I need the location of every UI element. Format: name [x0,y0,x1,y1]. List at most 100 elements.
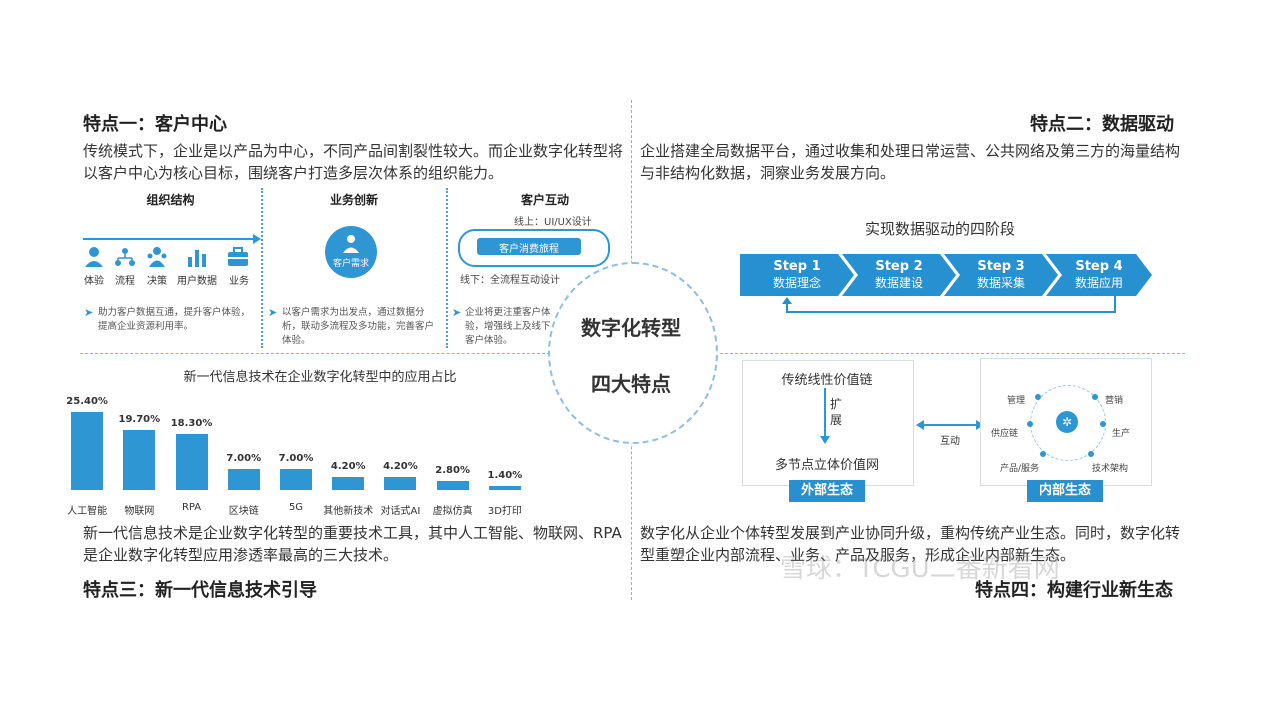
bar-value-label: 19.70% [118,413,161,425]
bar-category-label: 虚拟仿真 [432,506,473,517]
bar-category-label: 其他新技术 [323,506,374,517]
step-name: 数据理念 [772,276,821,290]
node-label: 产品/服务 [1000,464,1040,474]
step-label: Step 2 [875,259,923,274]
chart-bar [332,477,365,490]
interact-arrow [922,424,978,426]
offline-label: 线下：全流程互动设计 [460,275,560,286]
ring-dot [1088,451,1094,457]
step-label: Step 3 [977,259,1025,274]
expand-arrow-head [820,436,830,444]
bar-value-label: 7.00% [278,452,314,464]
watermark: 雪球：TCGU二番新看网 [780,554,1060,584]
node-label: 供应链 [991,429,1019,439]
journey-loop [458,229,610,267]
node-label: 管理 [1007,396,1026,406]
bar-value-label: 4.20% [330,461,366,473]
bar-category-label: 人工智能 [67,506,108,517]
step-1: Step 1 数据理念 [740,254,854,296]
cust-interaction-heading: 客户互动 [520,193,569,207]
bar-category-label: 对话式AI [380,506,421,517]
journey-label: 客户消费旅程 [499,244,559,255]
chart-bar [123,429,156,490]
chart-bar [384,477,417,490]
org-note: 助力客户数据互通，提升客户体验，提高企业资源利用率。 [98,307,251,332]
sub-divider-2 [446,188,448,348]
interact-arrow-left-head [916,420,924,430]
ring-dot [1035,394,1041,400]
external-ecosystem-badge: 外部生态 [789,480,865,502]
core-node-icon: ✲ [1056,411,1078,433]
feature-3-title: 特点三：新一代信息技术引导 [83,580,317,601]
biz-note: 以客户需求为出发点，通过数据分析，联动多流程及多功能，完善客户体验。 [282,307,435,346]
stages-title: 实现数据驱动的四阶段 [864,220,1015,238]
expand-arrow-line [824,388,826,438]
horizontal-divider-right [715,353,1185,354]
biz-innovation-heading: 业务创新 [329,193,378,207]
chart-bar [436,481,469,490]
org-icon-label: 用户数据 [177,276,217,287]
chart-bar [488,485,521,490]
bar-value-label: 1.40% [487,469,523,481]
step-name: 数据应用 [1074,276,1123,290]
ring-dot [1092,394,1098,400]
feature-2-desc: 企业搭建全局数据平台，通过收集和处理日常运营、公共网络及第三方的海量结构与非结构… [640,142,1181,182]
briefcase-icon [227,246,249,272]
bar-category-label: 区块链 [228,506,259,517]
external-ecosystem-box [742,360,914,486]
step-name: 数据建设 [874,276,923,290]
bar-category-label: 3D打印 [487,506,522,517]
linear-value-chain: 传统线性价值链 [781,373,873,388]
feature-3-desc: 新一代信息技术是企业数字化转型的重要技术工具，其中人工智能、物联网、RPA是企业… [83,524,622,564]
chart-bar [280,468,312,490]
step-2: Step 2 数据建设 [842,254,956,296]
bullet-arrow: ➤ [84,306,94,319]
cust-note: 企业将更注重客户体验，增强线上及线下客户体验。 [465,307,551,346]
org-structure-heading: 组织结构 [146,193,195,207]
internal-ecosystem-badge: 内部生态 [1027,480,1103,502]
step-label: Step 1 [773,259,821,274]
horizontal-divider-left [80,353,550,354]
node-label: 技术架构 [1092,464,1129,474]
step-label: Step 4 [1075,259,1123,274]
step-4: Step 4 数据应用 [1046,254,1152,296]
bar-value-label: 7.00% [226,452,262,464]
ring-dot [1027,421,1033,427]
bullet-arrow: ➤ [268,306,278,319]
bar-value-label: 18.30% [170,417,213,429]
bar-data-icon [186,246,208,272]
feature-4-desc: 数字化从企业个体转型发展到产业协同升级，重构传统产业生态。同时，数字化转型重塑企… [640,524,1181,564]
bar-value-label: 4.20% [383,461,418,473]
feedback-arrow [782,296,1116,313]
ring-dot [1040,451,1046,457]
chart-title: 新一代信息技术在企业数字化转型中的应用占比 [183,370,457,385]
feature-1-title: 特点一：客户中心 [83,114,227,135]
chart-bar [71,412,104,490]
journey-pill [477,238,581,255]
org-arrow [83,238,255,240]
center-title-1: 数字化转型 [581,316,681,340]
node-label: 生产 [1112,429,1131,439]
feature-1-desc: 传统模式下，企业是以产品为中心，不同产品间割裂性较大。而企业数字化转型将以客户中… [83,142,624,182]
bullet-arrow: ➤ [452,306,462,319]
org-icon-label: 业务 [229,276,249,287]
org-arrow-head [253,234,261,244]
decision-icon [146,246,168,272]
customer-demand-circle: 客户需求 [325,226,377,278]
step-3: Step 3 数据采集 [944,254,1058,296]
ring-dot [1100,421,1106,427]
bar-category-label: 5G [288,502,304,513]
center-title-2: 四大特点 [591,372,671,396]
customer-group-icon [343,235,359,253]
feature-2-title: 特点二：数据驱动 [1030,114,1174,135]
expand-label: 扩展 [830,397,843,427]
flow-icon [114,246,136,272]
value-network: 多节点立体价值网 [774,458,879,473]
chart-bar [175,433,208,490]
bar-category-label: RPA [181,502,202,513]
center-circle [548,262,718,444]
interact-label: 互动 [940,436,960,447]
online-label: 线上：UI/UX设计 [514,217,592,228]
sub-divider-1 [261,188,263,348]
